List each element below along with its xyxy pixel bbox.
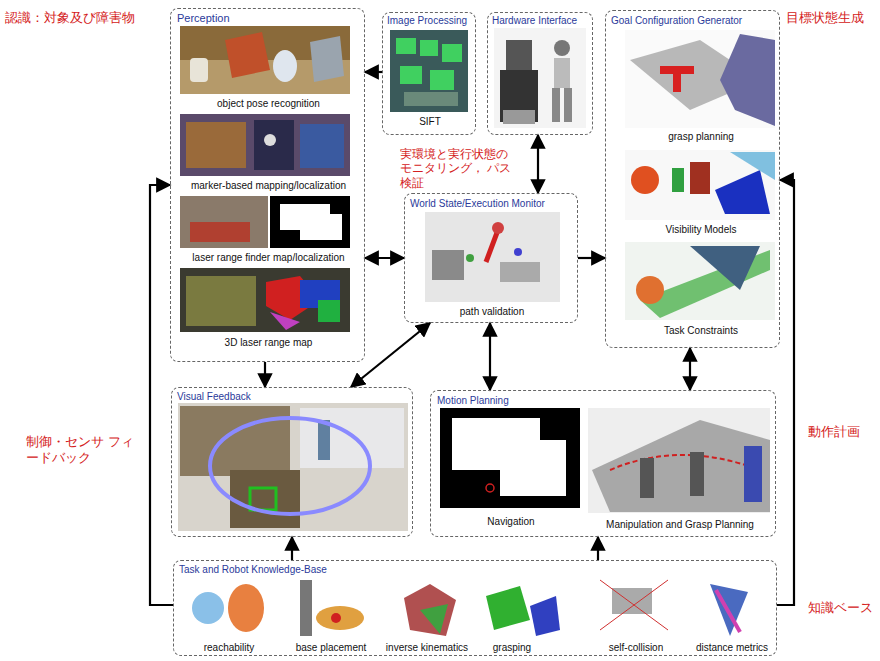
image-caption: object pose recognition: [173, 98, 364, 110]
annotation-label: 実環境と実行状態の モニタリング， パス検証: [400, 147, 512, 190]
flow-arrow: [689, 348, 691, 390]
flow-arrow: [597, 537, 599, 560]
panel-heading: Goal Configuration Generator: [611, 15, 742, 27]
motion-planning-panel: Motion PlanningNavigation Manipulation an…: [430, 390, 776, 537]
flow-arrow: [264, 362, 266, 387]
image-caption: grasp planning: [626, 131, 776, 143]
flow-arrow: [489, 323, 491, 390]
flow-arrow: [537, 135, 539, 193]
flow-arrow: [578, 257, 605, 259]
panel-heading: Task and Robot Knowledge-Base: [179, 564, 327, 576]
flow-arrow: [291, 537, 293, 560]
annotation-label: 認識：対象及び障害物: [5, 10, 155, 26]
panel-heading: World State/Execution Monitor: [410, 198, 545, 210]
image-caption: base placement: [286, 642, 376, 654]
image-caption: Navigation: [441, 516, 581, 528]
annotation-label: 制御・センサ フィードバック: [26, 434, 138, 465]
flow-arrow: [365, 71, 382, 73]
perception-panel: Perception object pose recognition marker-…: [170, 8, 365, 362]
image-caption: distance metrics: [689, 642, 775, 654]
flow-arrow: [351, 323, 430, 387]
image-caption: grasping: [477, 642, 547, 654]
image-caption: Task Constraints: [626, 325, 776, 337]
image-caption: inverse kinematics: [379, 642, 475, 654]
annotation-label: 目標状態生成: [786, 10, 876, 26]
visual-feedback-panel: Visual Feedback: [171, 387, 413, 537]
image-caption: laser range finder map/localization: [173, 252, 364, 264]
image-processing-panel: Image ProcessingSIFT: [382, 12, 476, 135]
panel-heading: Motion Planning: [437, 395, 509, 407]
panel-heading: Hardware Interface: [492, 15, 577, 27]
world-state-panel: World State/Execution Monitor path valida…: [404, 193, 578, 323]
panel-heading: Perception: [177, 12, 230, 25]
hardware-interface-panel: Hardware Interface: [487, 12, 593, 135]
panel-heading: Visual Feedback: [177, 391, 251, 403]
annotation-label: 知識ベース: [808, 600, 878, 616]
image-caption: reachability: [189, 642, 269, 654]
image-caption: self-collision: [596, 642, 676, 654]
image-caption: 3D laser range map: [173, 337, 364, 349]
annotation-label: 動作計画: [808, 424, 878, 440]
image-caption: Manipulation and Grasp Planning: [589, 519, 771, 531]
image-caption: marker-based mapping/localization: [173, 180, 364, 192]
panel-heading: Image Processing: [387, 15, 467, 27]
image-caption: SIFT: [385, 116, 475, 128]
flow-arrow: [365, 257, 404, 259]
image-caption: Visibility Models: [626, 224, 776, 236]
knowledge-base-panel: Task and Robot Knowledge-Base reachabilit…: [173, 560, 777, 656]
image-caption: path validation: [407, 306, 577, 318]
goal-configuration-panel: Goal Configuration Generator grasp planni…: [605, 10, 780, 348]
